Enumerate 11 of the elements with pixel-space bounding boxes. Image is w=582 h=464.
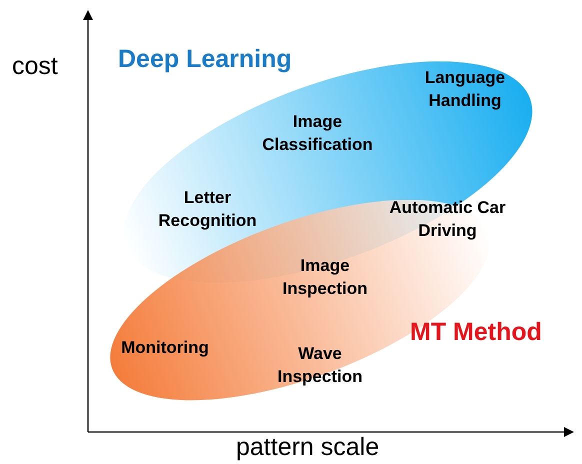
- axis-title: cost: [12, 52, 58, 81]
- item-label: Image Classification: [261, 111, 374, 156]
- item-label: Image Inspection: [281, 255, 368, 300]
- item-label: Monitoring: [120, 337, 210, 359]
- axis-title: pattern scale: [236, 433, 380, 462]
- region-title: MT Method: [410, 318, 542, 347]
- item-label: Automatic Car Driving: [388, 197, 507, 242]
- item-label: Wave Inspection: [276, 343, 364, 388]
- item-label: Language Handling: [424, 67, 506, 112]
- item-label: Letter Recognition: [157, 187, 258, 232]
- region-title: Deep Learning: [118, 45, 292, 74]
